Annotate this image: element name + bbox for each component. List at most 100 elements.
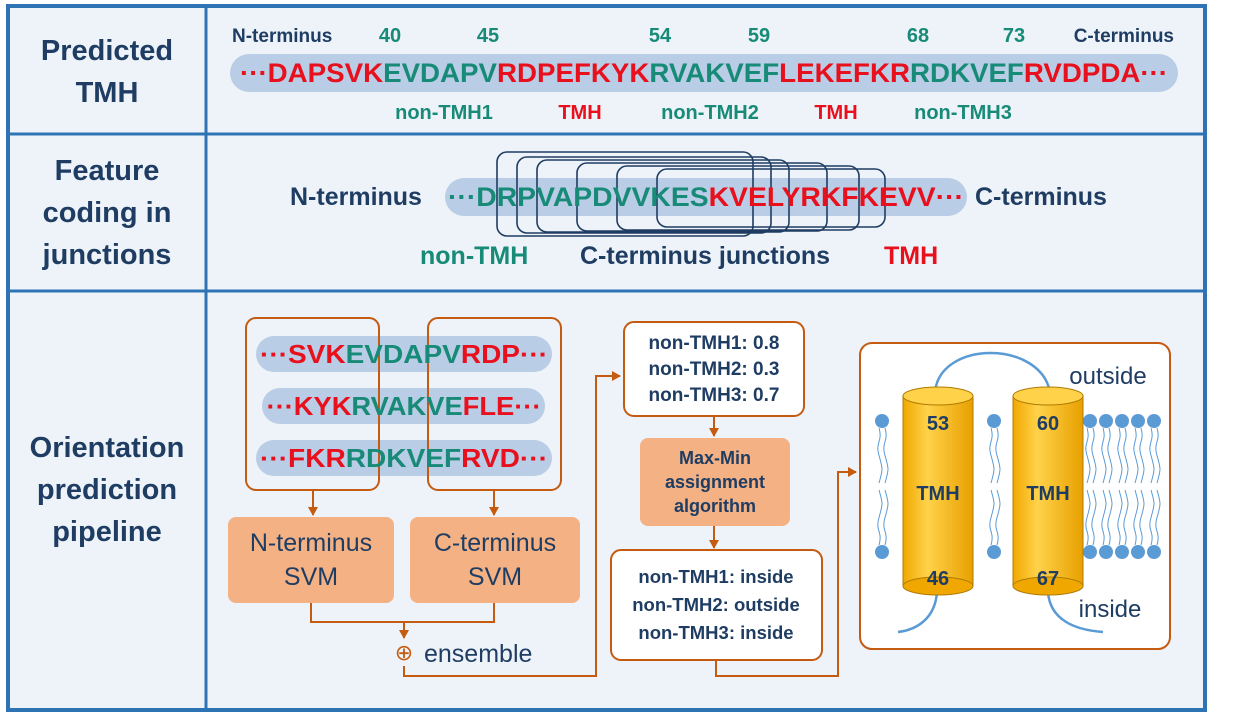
row-label-line: junctions	[42, 239, 172, 271]
sequence-highlight	[262, 388, 545, 424]
ensemble-connector	[310, 603, 495, 623]
lipid-head	[1131, 414, 1145, 428]
helix-label: TMH	[1026, 483, 1069, 505]
region-label: TMH	[814, 102, 857, 124]
inside-label: inside	[1079, 596, 1142, 623]
helix-cylinder	[902, 386, 974, 596]
junction-window	[616, 165, 860, 231]
tmh-label: TMH	[884, 242, 938, 270]
helix-label: TMH	[916, 483, 959, 505]
lipid-tail	[1107, 489, 1113, 546]
seq-segment: RDP···	[461, 339, 548, 369]
lipid-tail	[995, 489, 1001, 546]
lipid-tail	[995, 427, 1001, 484]
seq-segment: RVAKVE	[351, 391, 462, 421]
seq-segment: ···SVK	[260, 339, 346, 369]
lipid-tail	[1149, 489, 1155, 546]
score-line: non-TMH1: 0.8	[649, 333, 780, 354]
lipid-tail	[1123, 427, 1129, 484]
lipid-tail	[1155, 427, 1161, 484]
n-terminus-svm-box	[228, 517, 394, 603]
junction-window	[536, 159, 790, 233]
helix-position: 53	[927, 413, 949, 435]
lipid-head	[1115, 414, 1129, 428]
outside-label: outside	[1069, 363, 1146, 390]
region-label: non-TMH1	[395, 102, 493, 124]
lipid-tail	[877, 489, 883, 546]
n-terminal-tail	[897, 591, 939, 634]
lipid-tail	[1123, 489, 1129, 546]
c-terminus-svm-box	[410, 517, 580, 603]
junctions-label: C-terminus junctions	[580, 242, 830, 270]
seq-segment: KVELYRKFKEVV···	[709, 182, 964, 212]
algorithm-label: algorithm	[674, 496, 756, 516]
n-terminus-label: N-terminus	[290, 183, 422, 211]
row-label-line: pipeline	[52, 516, 162, 548]
seq-segment: ···FKR	[260, 443, 346, 473]
position-label: 54	[649, 25, 672, 47]
lipid-tail	[1149, 427, 1155, 484]
helix-cylinder	[1012, 386, 1084, 596]
assignment-line: non-TMH1: inside	[638, 566, 793, 587]
seq-segment: EVDAPV	[383, 58, 497, 88]
c-terminal-tail	[1046, 591, 1104, 634]
helix-position: 46	[927, 568, 949, 590]
row-label-predicted-tmh: Predicted TMH	[41, 35, 173, 109]
c-terminus-label: C-terminus	[1074, 26, 1174, 47]
lipid-tail	[1139, 427, 1145, 484]
seq-segment: RDKVEF	[910, 58, 1024, 88]
lipid-head	[1083, 545, 1097, 559]
lipid-head	[1099, 414, 1113, 428]
lipid-head	[987, 414, 1001, 428]
lipid-tail	[1107, 427, 1113, 484]
seq-segment: EVDAPV	[346, 339, 462, 369]
lipid-tail	[1101, 489, 1107, 546]
svm-label: SVM	[284, 563, 338, 591]
row-label-feature-coding: Feature coding in junctions	[42, 155, 172, 271]
seq-segment: ···DRPVAPDVVKES	[448, 182, 709, 212]
lipid-head	[1147, 545, 1161, 559]
position-label: 45	[477, 25, 499, 47]
lipid-tail	[1101, 427, 1107, 484]
lipid-tail	[1133, 427, 1139, 484]
row-label-orientation-pipeline: Orientation prediction pipeline	[30, 432, 185, 548]
flow-connector	[715, 467, 857, 677]
row-label-line: coding in	[43, 197, 172, 229]
seq-segment: RVAKVEF	[649, 58, 779, 88]
lipid-tail	[1133, 489, 1139, 546]
sequence-highlight	[256, 336, 552, 372]
helix-position: 60	[1037, 413, 1059, 435]
lipid-tail	[877, 427, 883, 484]
junction-window	[576, 162, 828, 232]
lipid-head	[875, 545, 889, 559]
lipid-tail	[1085, 427, 1091, 484]
lipid-tail	[1091, 427, 1097, 484]
n-terminus-label: N-terminus	[232, 26, 332, 47]
svm-label: SVM	[468, 563, 522, 591]
row-label-line: TMH	[76, 77, 139, 109]
seq-segment: ···KYK	[267, 391, 352, 421]
position-label: 40	[379, 25, 401, 47]
score-line: non-TMH3: 0.7	[649, 385, 780, 406]
seq-segment: RVDPDA···	[1024, 58, 1168, 88]
lipid-tail	[883, 489, 889, 546]
lipid-tail	[1117, 489, 1123, 546]
lipid-tail	[989, 427, 995, 484]
flow-connector	[403, 371, 621, 677]
lipid-tail	[1085, 489, 1091, 546]
lipid-tail	[1117, 427, 1123, 484]
assignment-line: non-TMH2: outside	[632, 594, 800, 615]
seq-segment: RDPEFKYK	[497, 58, 650, 88]
lipid-tail	[989, 489, 995, 546]
assignment-line: non-TMH3: inside	[638, 622, 793, 643]
lipid-head	[1115, 545, 1129, 559]
position-label: 73	[1003, 25, 1025, 47]
row-label-line: Feature	[55, 155, 160, 187]
region-label: non-TMH3	[914, 102, 1012, 124]
